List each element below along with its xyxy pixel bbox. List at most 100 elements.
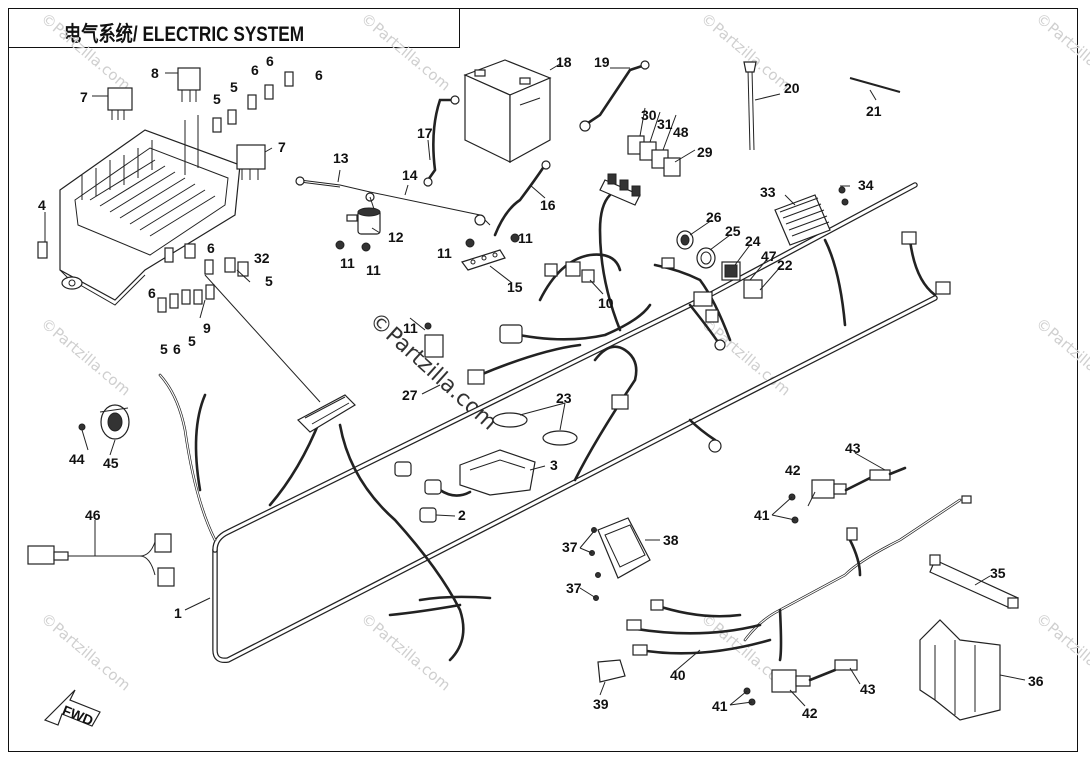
- starter-solenoid: [346, 207, 381, 235]
- callout-32: 32: [254, 250, 270, 266]
- relay-7a: [107, 87, 133, 120]
- starter-cables: [295, 176, 491, 226]
- battery: [463, 59, 552, 164]
- callout-1: 1: [174, 605, 182, 621]
- callout-41: 41: [712, 698, 728, 714]
- watermark-text: ©Partzilla.com: [37, 609, 134, 694]
- callout-37: 37: [562, 539, 578, 555]
- relay-7b: [236, 144, 266, 180]
- callout-38: 38: [663, 532, 679, 548]
- callout-21: 21: [866, 103, 882, 119]
- page-title: 电气系统/ ELECTRIC SYSTEM: [64, 23, 305, 46]
- bolts-11: [335, 233, 520, 330]
- watermark-text: ©Partzilla.com: [1032, 314, 1090, 399]
- callout-20: 20: [784, 80, 800, 96]
- callout-36: 36: [1028, 673, 1044, 689]
- switch-24: [721, 261, 741, 281]
- fuse-block-harness: [204, 274, 356, 433]
- callout-15: 15: [507, 279, 523, 295]
- cdi-unit: [438, 449, 536, 497]
- pin-21: [849, 77, 901, 93]
- callout-6: 6: [148, 285, 156, 301]
- callout-6: 6: [173, 341, 181, 357]
- callout-42: 42: [802, 705, 818, 721]
- voltage-regulator: [774, 186, 951, 295]
- watermark-text: ©Partzilla.com: [37, 9, 134, 94]
- callout-24: 24: [745, 233, 761, 249]
- callout-33: 33: [760, 184, 776, 200]
- bracket-36: [919, 619, 1001, 721]
- callout-30: 30: [641, 107, 657, 123]
- callout-5: 5: [230, 79, 238, 95]
- callout-29: 29: [697, 144, 713, 160]
- sensor-42-bottom: [743, 659, 858, 706]
- switch-26: [676, 230, 694, 250]
- bracket-35: [929, 554, 1019, 609]
- callout-4: 4: [38, 197, 46, 213]
- callout-18: 18: [556, 54, 572, 70]
- watermark-text: ©Partzilla.com: [1032, 9, 1090, 94]
- switch-22: [743, 279, 763, 299]
- main-wiring-harness: [158, 182, 938, 664]
- harness-connectors: [424, 324, 629, 410]
- callout-45: 45: [103, 455, 119, 471]
- callout-6: 6: [207, 240, 215, 256]
- callout-5: 5: [265, 273, 273, 289]
- callout-7: 7: [80, 89, 88, 105]
- fuse-slots: [89, 159, 216, 237]
- callout-11: 11: [340, 255, 355, 271]
- callout-13: 13: [333, 150, 349, 166]
- horn: [78, 404, 130, 440]
- callout-25: 25: [725, 223, 741, 239]
- forward-direction-arrow: FWD: [43, 689, 101, 729]
- callout-12: 12: [388, 229, 404, 245]
- callout-7: 7: [278, 139, 286, 155]
- relay-bank: [627, 135, 681, 177]
- callout-6: 6: [315, 67, 323, 83]
- title-box: 电气系统/ ELECTRIC SYSTEM: [8, 8, 460, 48]
- callout-3: 3: [550, 457, 558, 473]
- callout-34: 34: [858, 177, 874, 193]
- callout-10: 10: [598, 295, 614, 311]
- callout-37: 37: [566, 580, 582, 596]
- fwd-label: FWD: [60, 702, 96, 729]
- callout-31: 31: [657, 116, 673, 132]
- fuse-box: [59, 115, 241, 306]
- sub-harness-40: [626, 495, 972, 662]
- callout-48: 48: [673, 124, 689, 140]
- callout-14: 14: [402, 167, 418, 183]
- callout-labels: 1 2 3 4 5 5 5 5 5 6 6 6 6 6 6 7 7 8 9 10…: [38, 53, 1044, 721]
- callout-8: 8: [151, 65, 159, 81]
- callout-19: 19: [594, 54, 610, 70]
- ecu-38: [589, 517, 651, 601]
- battery-cables: [423, 60, 650, 237]
- callout-26: 26: [706, 209, 722, 225]
- switch-25: [696, 247, 716, 269]
- callout-43: 43: [860, 681, 876, 697]
- callout-35: 35: [990, 565, 1006, 581]
- callout-43: 43: [845, 440, 861, 456]
- callout-39: 39: [593, 696, 609, 712]
- callout-2: 2: [458, 507, 466, 523]
- sensor-42-top: [788, 466, 907, 524]
- harness-46: [27, 533, 175, 587]
- watermark-layer: ©Partzilla.com ©Partzilla.com ©Partzilla…: [37, 9, 1090, 694]
- callout-47: 47: [761, 248, 777, 264]
- leader-lines: [44, 63, 1026, 707]
- connector-2: [394, 461, 442, 523]
- callout-46: 46: [85, 507, 101, 523]
- callout-22: 22: [777, 257, 793, 273]
- callout-27: 27: [402, 387, 418, 403]
- callout-6: 6: [251, 62, 259, 78]
- watermark-text: ©Partzilla.com: [697, 314, 794, 399]
- callout-11: 11: [437, 245, 452, 261]
- diagram-frame: [8, 8, 1078, 752]
- callout-11: 11: [403, 320, 418, 336]
- connectors-misc: [544, 257, 719, 323]
- watermark-text: ©Partzilla.com: [357, 609, 454, 694]
- clamp-23: [492, 412, 578, 446]
- callout-17: 17: [417, 125, 433, 141]
- watermark-text: ©Partzilla.com: [357, 9, 454, 94]
- callout-9: 9: [203, 320, 211, 336]
